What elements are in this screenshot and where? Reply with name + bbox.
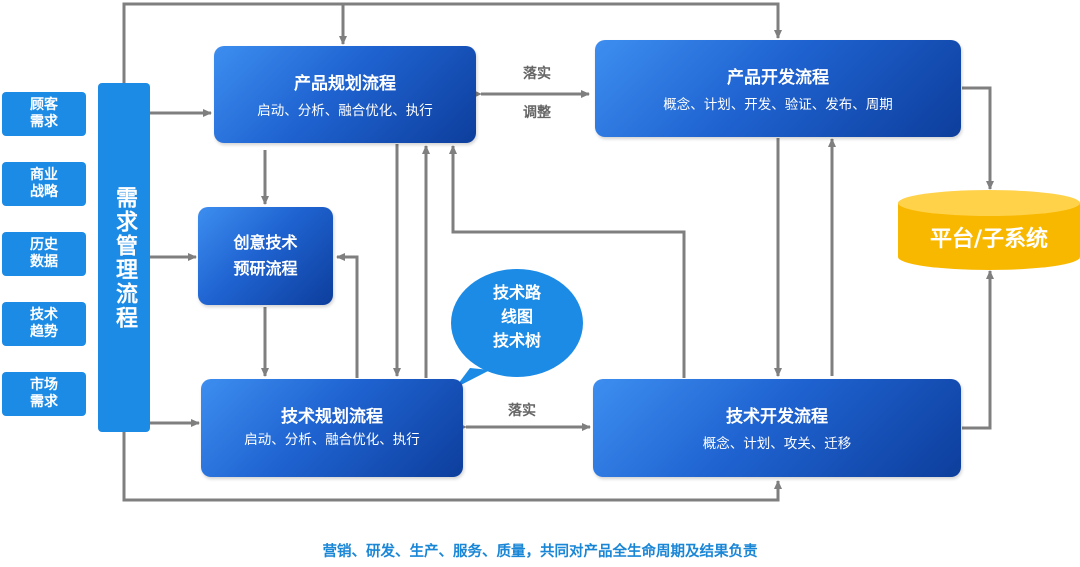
creative-tech-title: 创意技术 bbox=[233, 233, 298, 252]
input-customer-needs: 顾客 需求 bbox=[2, 92, 86, 136]
requirements-management-label: 需求管理流程 bbox=[112, 185, 137, 330]
tech-roadmap-bubble bbox=[451, 269, 583, 388]
tech-dev-steps: 概念、计划、攻关、迁移 bbox=[702, 436, 852, 452]
footer-statement: 营销、研发、生产、服务、质量，共同对产品全生命周期及结果负责 bbox=[322, 544, 758, 560]
tech-dev-box: 技术开发流程 概念、计划、攻关、迁移 bbox=[593, 379, 961, 477]
tech-dev-to-planning-path bbox=[449, 145, 686, 378]
tech-planning-to-creative bbox=[336, 253, 359, 378]
label-implement-bottom: 落实 bbox=[508, 403, 536, 419]
product-planning-box: 产品规划流程 启动、分析、融合优化、执行 bbox=[214, 46, 476, 143]
tech-planning-steps: 启动、分析、融合优化、执行 bbox=[244, 432, 420, 448]
platform-label: 平台/子系统 bbox=[929, 227, 1049, 252]
tech-planning-title: 技术规划流程 bbox=[281, 407, 383, 427]
label-adjust: 调整 bbox=[523, 105, 551, 121]
input-tech-trends: 技术 趋势 bbox=[2, 302, 86, 346]
bottom-loop-line bbox=[122, 432, 782, 502]
dev-to-platform bbox=[962, 86, 994, 190]
product-planning-steps: 启动、分析、融合优化、执行 bbox=[257, 103, 433, 119]
creative-tech-box: 创意技术 预研流程 bbox=[198, 207, 333, 305]
label-implement-top: 落实 bbox=[523, 66, 551, 82]
input-historical-data: 历史 数据 bbox=[2, 232, 86, 276]
tech-dev-to-platform bbox=[962, 270, 994, 430]
top-loop-line bbox=[122, 2, 782, 83]
product-dev-box: 产品开发流程 概念、计划、开发、验证、发布、周期 bbox=[595, 40, 961, 137]
product-dev-steps: 概念、计划、开发、验证、发布、周期 bbox=[663, 97, 893, 113]
tech-roadmap-text: 技术路 线图 技术树 bbox=[492, 283, 541, 350]
creative-tech-subtitle: 预研流程 bbox=[233, 259, 298, 278]
product-planning-title: 产品规划流程 bbox=[294, 74, 396, 94]
tech-planning-box: 技术规划流程 启动、分析、融合优化、执行 bbox=[201, 379, 463, 477]
input-market-needs: 市场 需求 bbox=[2, 372, 86, 416]
requirements-management-process: 需求管理流程 bbox=[98, 83, 150, 432]
platform-cylinder bbox=[898, 190, 1080, 270]
tech-dev-title: 技术开发流程 bbox=[726, 407, 828, 427]
product-dev-title: 产品开发流程 bbox=[727, 68, 829, 88]
input-business-strategy: 商业 战略 bbox=[2, 162, 86, 206]
